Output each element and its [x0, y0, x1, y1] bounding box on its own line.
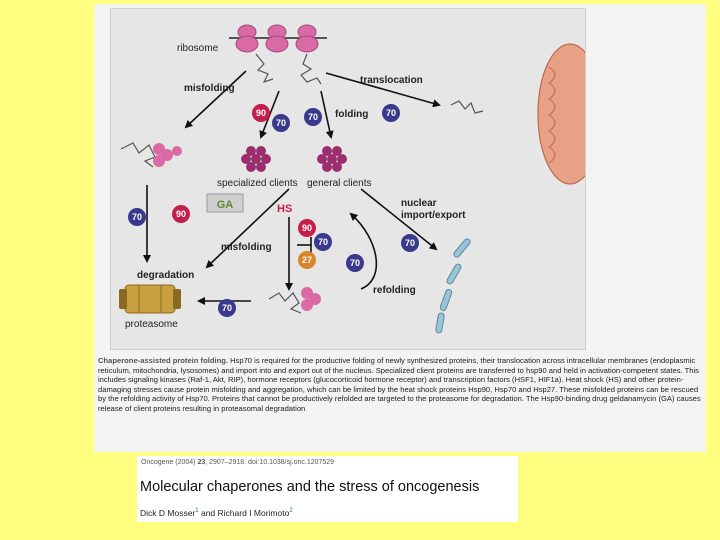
ribosome-label: ribosome [177, 43, 219, 54]
ga-box [206, 193, 244, 213]
proteasome-icon [119, 284, 181, 314]
import-export-label: import/export [401, 210, 466, 221]
ribosome-icon [295, 24, 319, 53]
svg-text:90: 90 [256, 108, 266, 118]
svg-text:70: 70 [276, 118, 286, 128]
specialized-clients-icon [241, 146, 271, 172]
proteasome-label: proteasome [125, 319, 178, 330]
ribosome-icon [235, 24, 259, 53]
hsp-badge: 70 [272, 114, 290, 132]
specialized-clients-label: specialized clients [217, 178, 298, 189]
chaperone-diagram: ribosome misfolding translocation foldin… [110, 8, 586, 350]
degradation-label: degradation [137, 270, 194, 281]
svg-text:27: 27 [302, 255, 312, 265]
nuclear-import-arrow [360, 188, 438, 251]
ribosome-group [229, 24, 327, 85]
hsp-badge: 90 [172, 205, 190, 223]
hsp-badge: 70 [304, 108, 322, 126]
hsp-badge: 70 [382, 104, 400, 122]
nascent-chain-icon [300, 53, 322, 85]
journal-volume: 23 [197, 459, 206, 466]
journal-suffix: , 2907–2918. doi:10.1038/sj.onc.1207529 [205, 459, 335, 466]
author-2[interactable]: Richard I Morimoto [217, 508, 290, 518]
hs-label: HS [277, 203, 292, 215]
citation-journal: Oncogene (2004) 23, 2907–2918. doi:10.10… [141, 459, 334, 466]
hsp-badge: 90 [252, 104, 270, 122]
svg-text:70: 70 [308, 112, 318, 122]
misfolding-arrow [184, 70, 247, 129]
author-1-affiliation[interactable]: 1 [195, 508, 199, 515]
article-title: Molecular chaperones and the stress of o… [140, 479, 480, 495]
diagram-canvas: ribosome misfolding translocation foldin… [119, 24, 585, 334]
hsp-badge: 70 [128, 208, 146, 226]
article-authors: Dick D Mosser1 and Richard I Morimoto2 [140, 508, 293, 518]
author-separator: and [198, 508, 218, 518]
aggregate-icon [153, 143, 182, 167]
refolding-arrow [349, 212, 378, 290]
hsp-badge: 70 [346, 254, 364, 272]
ribosome-icon [265, 24, 289, 53]
ga-degradation-arrow [205, 188, 290, 269]
svg-text:70: 70 [222, 303, 232, 313]
misfolded-protein-icon [268, 292, 302, 314]
mitochondrion-icon [537, 43, 585, 185]
misfolded-protein-icon [120, 142, 156, 168]
nuclear-label: nuclear [401, 198, 437, 209]
translocation-label: translocation [360, 75, 423, 86]
svg-text:70: 70 [318, 237, 328, 247]
author-2-affiliation[interactable]: 2 [289, 508, 293, 515]
specialized-path-arrow [259, 90, 280, 139]
svg-text:70: 70 [405, 238, 415, 248]
nuclear-envelope-icon [435, 238, 471, 334]
misfolding-mid-label: misfolding [221, 242, 272, 253]
hsp-badge: 27 [298, 251, 316, 269]
svg-text:70: 70 [350, 258, 360, 268]
author-1[interactable]: Dick D Mosser [140, 508, 196, 518]
nascent-chain-icon [255, 53, 274, 84]
misfolding-top-label: misfolding [184, 83, 235, 94]
svg-text:90: 90 [176, 209, 186, 219]
folding-label: folding [335, 109, 368, 120]
ga-label: GA [217, 199, 234, 211]
citation-box: Oncogene (2004) 23, 2907–2918. doi:10.10… [137, 456, 518, 522]
svg-text:90: 90 [302, 223, 312, 233]
folding-arrow [320, 90, 334, 139]
aggregate-icon [301, 287, 321, 311]
translocation-arrow [325, 72, 441, 108]
hsp-badge: 90 [298, 219, 316, 237]
caption-title: Chaperone-assisted protein folding. [98, 356, 228, 365]
hsp-badge: 70 [401, 234, 419, 252]
hsp-badge: 70 [314, 233, 332, 251]
hsp-badge: 70 [218, 299, 236, 317]
figure-caption: Chaperone-assisted protein folding. Hsp7… [98, 356, 702, 414]
translocating-protein-icon [450, 100, 484, 114]
general-clients-icon [317, 146, 347, 172]
caption-body: Hsp70 is required for the productive fol… [98, 356, 701, 413]
journal-prefix: Oncogene (2004) [141, 459, 198, 466]
general-clients-label: general clients [307, 178, 371, 189]
svg-text:70: 70 [132, 212, 142, 222]
refolding-label: refolding [373, 285, 416, 296]
svg-text:70: 70 [386, 108, 396, 118]
